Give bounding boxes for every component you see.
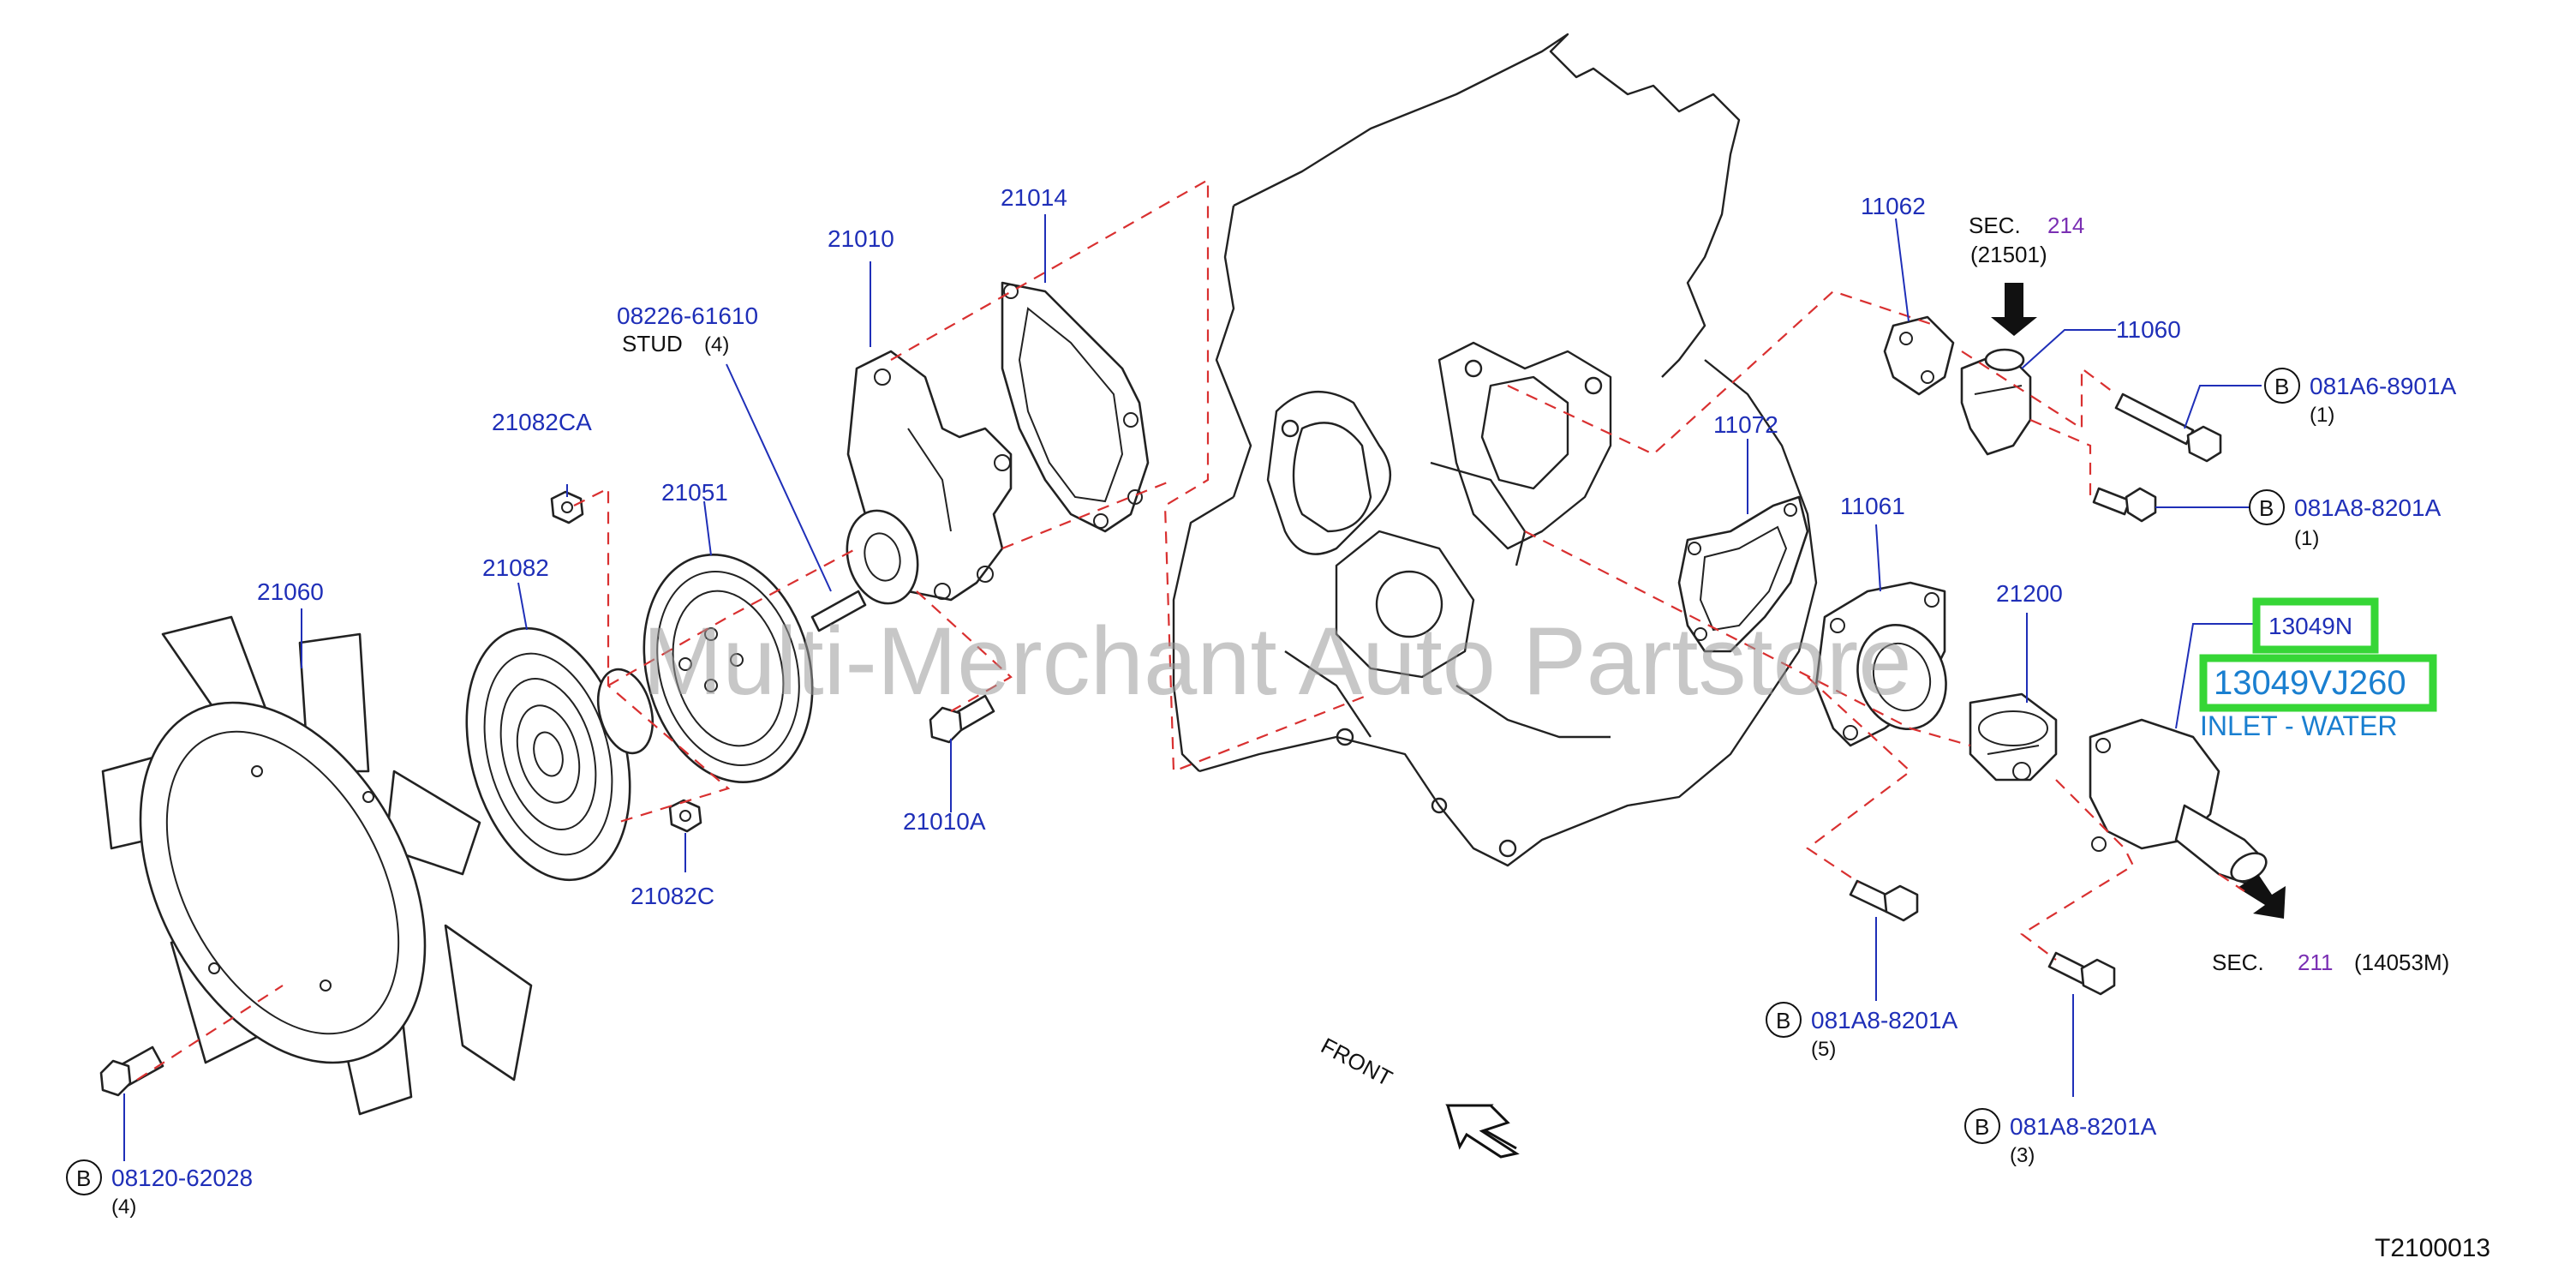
bolt-08120-62028: [99, 1045, 164, 1097]
label-081a6-8901a-qty: (1): [2310, 404, 2334, 427]
watermark: Multi-Merchant Auto Partstore: [643, 608, 1911, 715]
label-11061[interactable]: 11061: [1840, 493, 1905, 519]
pulley-21051: [643, 554, 814, 783]
engine-block: [1172, 33, 1818, 867]
label-081a8-8201a-mid-qty: (5): [1811, 1038, 1836, 1061]
label-11060[interactable]: 11060: [2116, 316, 2181, 343]
sec-211-number[interactable]: 211: [2298, 950, 2333, 975]
b-badge: B: [2274, 374, 2289, 399]
label-21051[interactable]: 21051: [661, 479, 728, 506]
label-08120-62028[interactable]: 08120-62028: [111, 1165, 253, 1191]
diagram-code: T2100013: [2375, 1234, 2490, 1262]
highlight-box-13049n: [2252, 597, 2379, 654]
bolt-081a8-8201a-top: [2092, 487, 2157, 523]
b-badge: B: [76, 1165, 91, 1191]
label-13049vj260[interactable]: 13049VJ260: [2214, 664, 2406, 702]
label-stud: STUD: [622, 331, 683, 356]
bolt-081a8-8201a-bot: [2047, 951, 2116, 996]
callout-08120-62028[interactable]: B 08120-62028 (4): [66, 1159, 253, 1219]
dashed-leaders: [136, 178, 2245, 1081]
label-081a8-8201a-bot-qty: (3): [2010, 1144, 2035, 1167]
label-081a8-8201a-mid[interactable]: 081A8-8201A: [1811, 1007, 1958, 1033]
water-inlet-13049n: [2089, 718, 2286, 919]
callout-leaders: [123, 214, 2262, 1161]
thermostat-housing-11061: [1814, 581, 1947, 747]
label-21010a[interactable]: 21010A: [903, 808, 986, 835]
label-21082ca[interactable]: 21082CA: [492, 409, 592, 435]
fan-coupling-21082: [465, 626, 654, 882]
label-inlet-water: INLET - WATER: [2200, 710, 2398, 741]
callout-081a8-8201a-bot[interactable]: B 081A8-8201A (3): [1964, 1108, 2157, 1167]
b-badge: B: [2259, 495, 2274, 521]
gasket-21014: [1001, 281, 1150, 533]
label-08120-62028-qty: (4): [111, 1195, 136, 1219]
b-badge: B: [1975, 1114, 1989, 1140]
label-21082[interactable]: 21082: [482, 554, 549, 581]
callout-081a8-8201a-mid[interactable]: B 081A8-8201A (5): [1766, 1002, 1958, 1061]
front-label: FRONT: [1317, 1033, 1396, 1092]
gasket-11062: [1883, 315, 1955, 396]
fan-21060: [101, 615, 533, 1116]
label-stud-qty: (4): [704, 333, 729, 356]
sec-214-ref: (21501): [1970, 242, 2047, 267]
callout-081a8-8201a-top[interactable]: B 081A8-8201A (1): [2249, 489, 2442, 550]
label-21082c[interactable]: 21082C: [631, 883, 714, 909]
nut-21082ca: [550, 490, 584, 524]
stud-08226-61610: [810, 590, 867, 632]
sec-214-number[interactable]: 214: [2047, 213, 2084, 238]
label-081a8-8201a-top[interactable]: 081A8-8201A: [2294, 494, 2442, 521]
water-pump-21010: [846, 350, 1013, 605]
sec-211-ref: (14053M): [2354, 950, 2449, 975]
label-11072[interactable]: 11072: [1713, 411, 1778, 438]
callout-081a6-8901a[interactable]: B 081A6-8901A (1): [2264, 368, 2457, 427]
thermostat-21200: [1969, 692, 2058, 782]
water-outlet-11060: [1960, 283, 2037, 456]
label-11062[interactable]: 11062: [1861, 193, 1926, 219]
front-arrow-icon: [1445, 1104, 1520, 1159]
label-21014[interactable]: 21014: [1001, 184, 1067, 211]
bolt-081a8-8201a-mid: [1849, 879, 1919, 922]
label-08226-61610[interactable]: 08226-61610: [617, 303, 758, 329]
label-13049n[interactable]: 13049N: [2268, 613, 2352, 639]
label-21060[interactable]: 21060: [257, 578, 324, 605]
highlight-box-13049vj260: [2199, 654, 2437, 712]
bolt-21010a: [929, 694, 995, 744]
label-21010[interactable]: 21010: [828, 225, 894, 252]
label-081a8-8201a-bot[interactable]: 081A8-8201A: [2010, 1113, 2157, 1140]
nut-21082c: [668, 799, 702, 833]
sec-211-word: SEC.: [2212, 950, 2264, 975]
label-21200[interactable]: 21200: [1996, 580, 2063, 607]
label-081a6-8901a[interactable]: 081A6-8901A: [2310, 373, 2457, 399]
gasket-11072: [1677, 495, 1809, 653]
sec-214-word: SEC.: [1969, 213, 2021, 238]
label-081a8-8201a-top-qty: (1): [2294, 527, 2319, 550]
bolt-081a6-8901a: [2114, 392, 2222, 463]
b-badge: B: [1776, 1008, 1790, 1033]
